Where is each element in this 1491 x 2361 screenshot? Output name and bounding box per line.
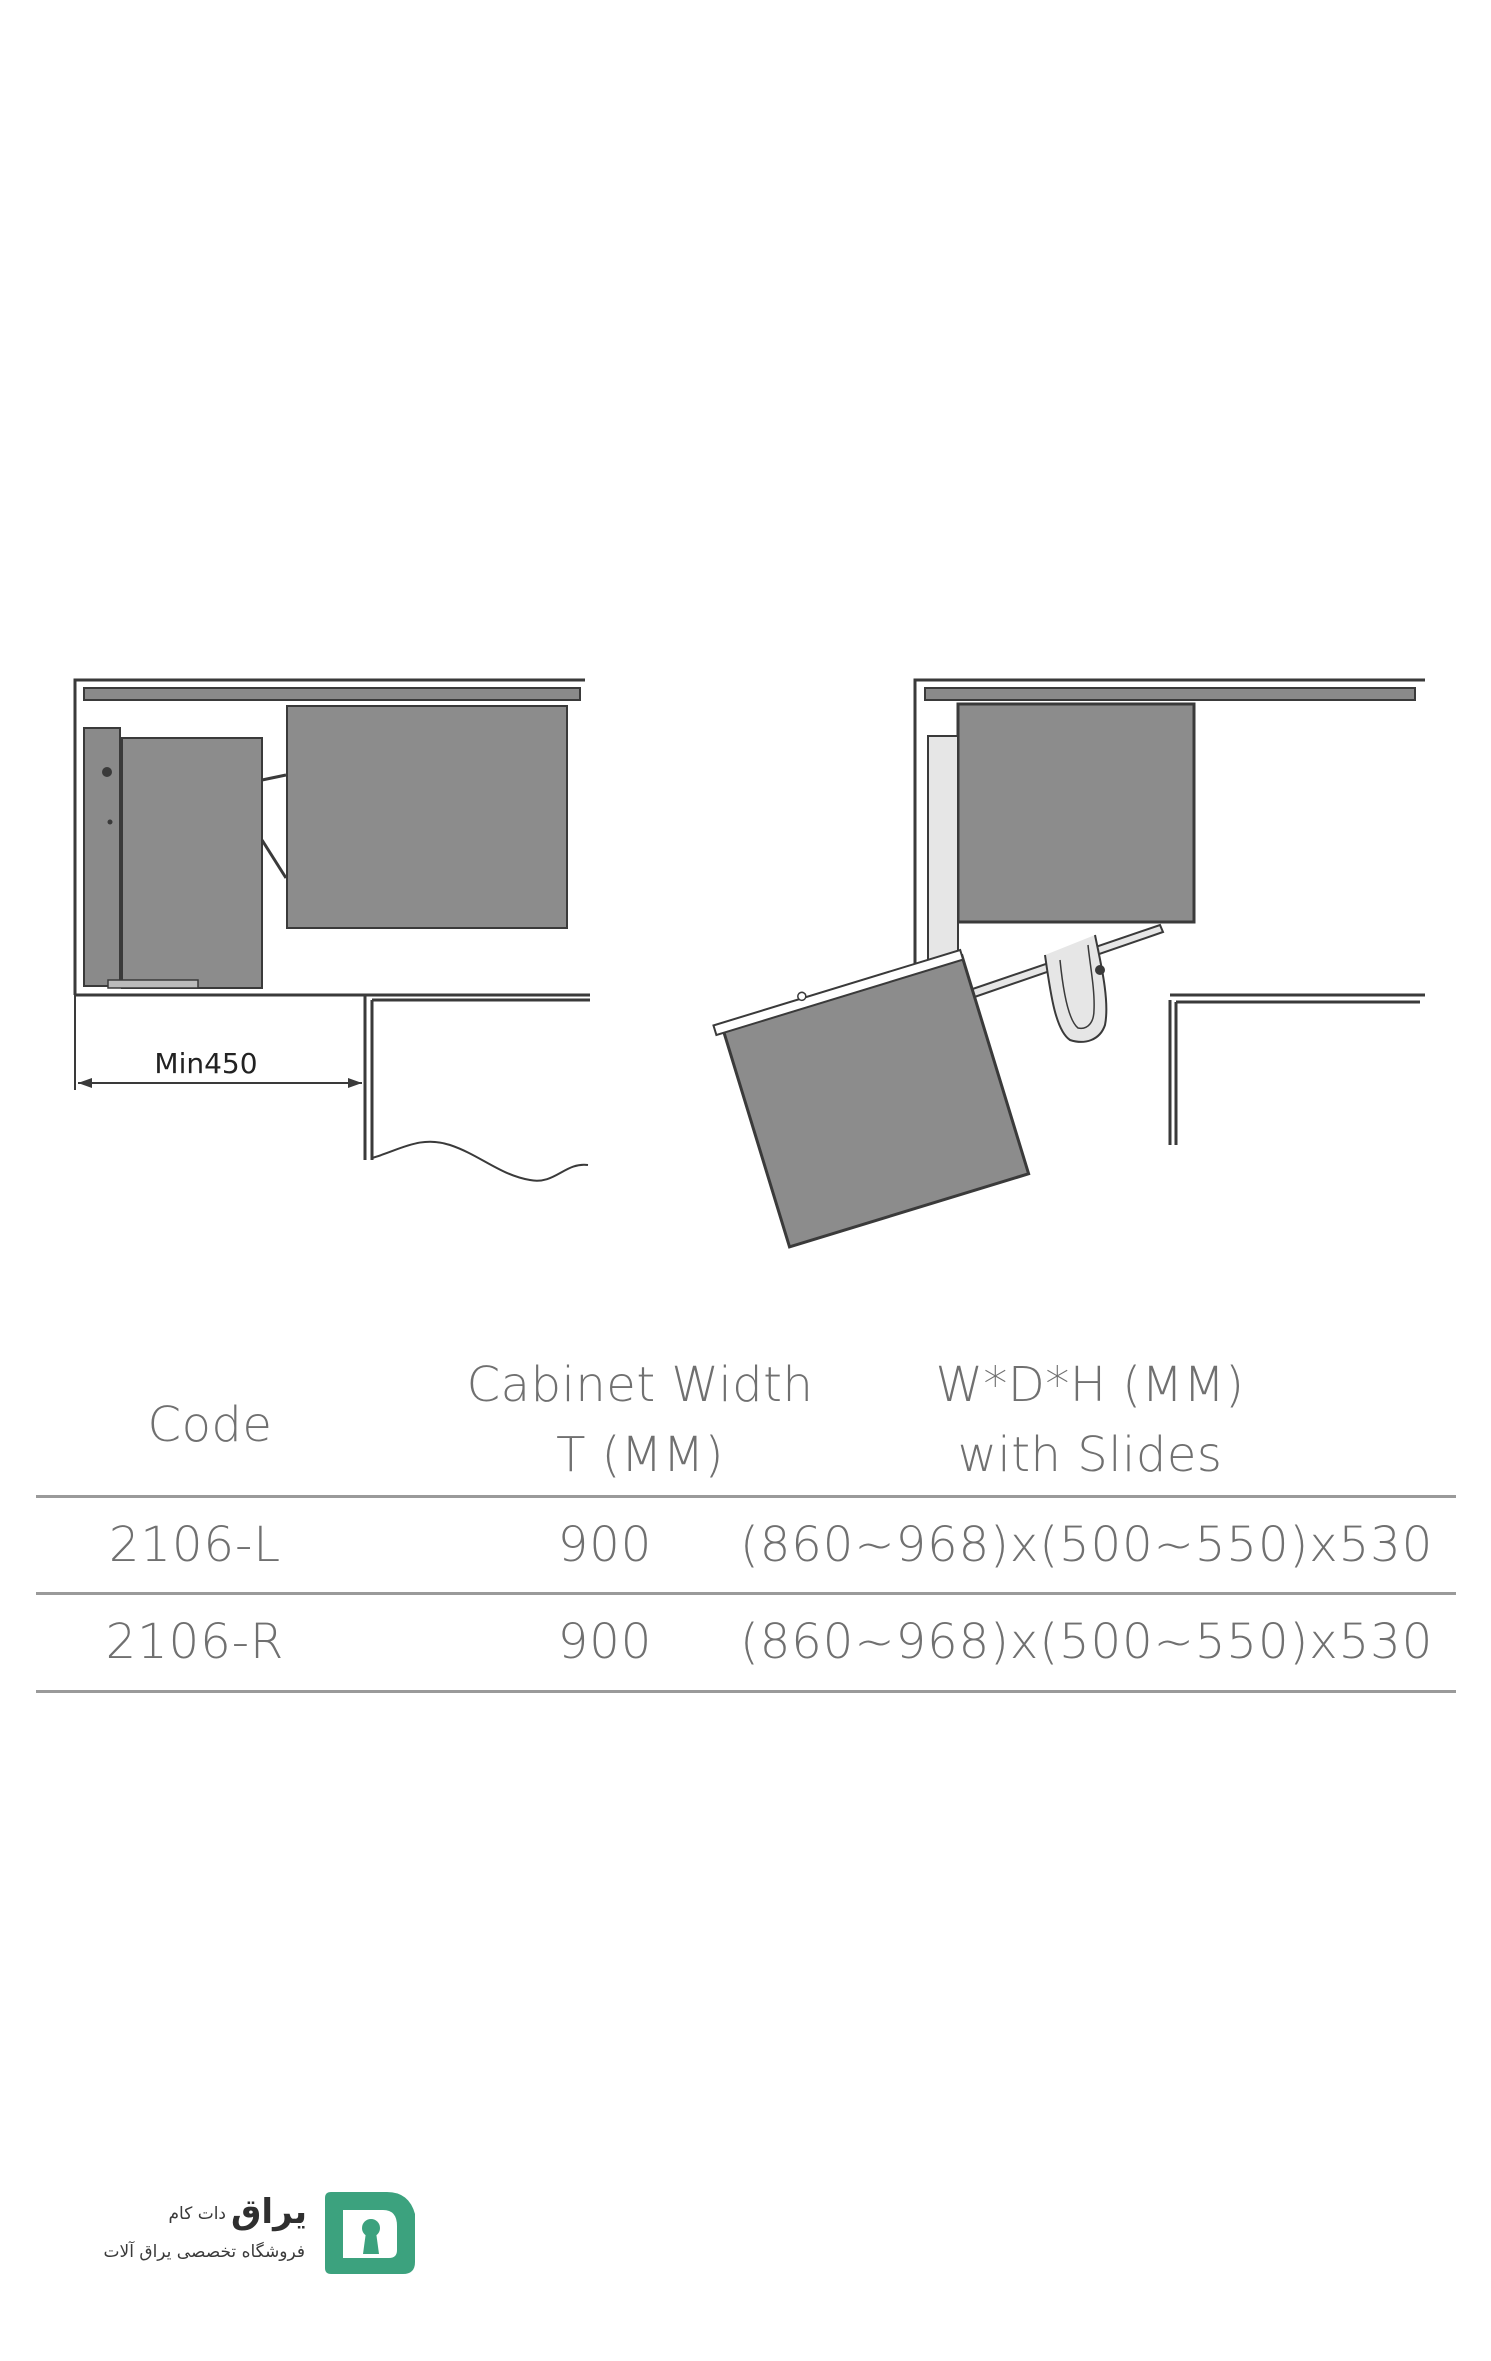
row-code: 2106-R (105, 1614, 285, 1670)
header-cabinet-width-line2: T (MM) (556, 1427, 724, 1483)
table-bottom-rule (36, 1690, 1456, 1693)
dimension-label: Min450 (154, 1047, 257, 1080)
brand-suffix: دات کام (168, 2204, 227, 2224)
header-dimensions: W*D*H (MM) with Slides (880, 1350, 1300, 1490)
installation-diagrams: Min450 (73, 678, 1425, 1249)
key-lock-icon (325, 2192, 415, 2274)
header-dimensions-line2: with Slides (957, 1427, 1223, 1483)
header-cabinet-width: Cabinet Width T (MM) (440, 1350, 840, 1490)
header-code: Code (80, 1390, 340, 1460)
header-code-label: Code (147, 1397, 273, 1453)
row-dims: (860~968)x(500~550)x530 (740, 1614, 1434, 1670)
brand-logo: یراق دات کام فروشگاه تخصصی یراق آلات (100, 2188, 430, 2288)
row-dims: (860~968)x(500~550)x530 (740, 1517, 1434, 1573)
row-divider (36, 1592, 1456, 1595)
row-width: 900 (557, 1517, 653, 1573)
header-dimensions-line1: W*D*H (MM) (935, 1357, 1245, 1413)
closed-state-diagram (73, 678, 590, 1182)
brand-name: یراق (231, 2192, 307, 2232)
brand-tagline: فروشگاه تخصصی یراق آلات (103, 2242, 305, 2262)
row-code: 2106-L (108, 1517, 282, 1573)
open-state-diagram (712, 678, 1425, 1249)
header-divider (36, 1495, 1456, 1498)
row-width: 900 (557, 1614, 653, 1670)
header-cabinet-width-line1: Cabinet Width (466, 1357, 814, 1413)
